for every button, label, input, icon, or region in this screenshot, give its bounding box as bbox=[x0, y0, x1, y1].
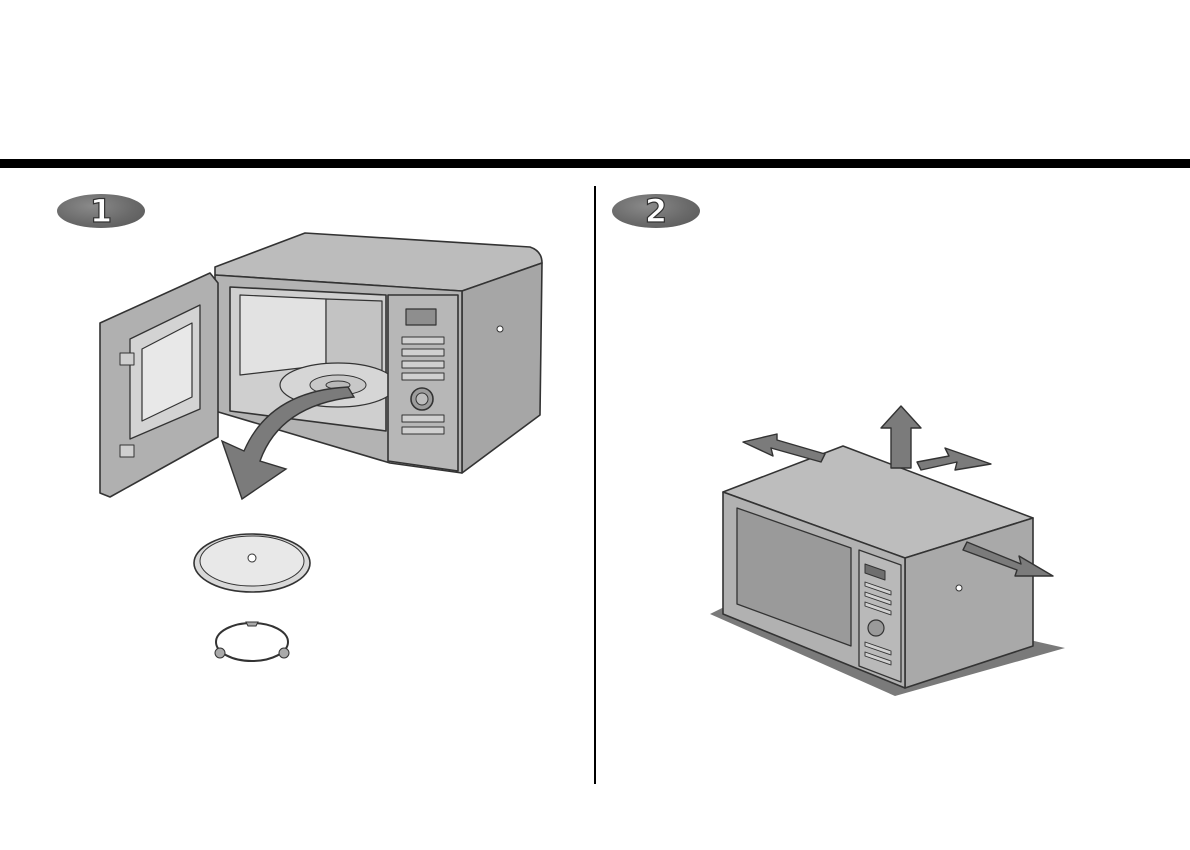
display bbox=[406, 309, 436, 325]
step-2-number: 2 bbox=[645, 194, 667, 228]
roller-ring bbox=[215, 622, 289, 661]
open-microwave-illustration bbox=[90, 225, 560, 675]
step-2-badge: 2 bbox=[612, 194, 700, 228]
step-1-number: 1 bbox=[90, 194, 112, 228]
up-arrow bbox=[881, 406, 921, 468]
header-rule bbox=[0, 159, 1190, 168]
column-divider bbox=[594, 186, 596, 784]
back-left-arrow bbox=[743, 434, 825, 462]
back-right-arrow bbox=[917, 448, 991, 470]
clearance-microwave-illustration bbox=[705, 400, 1075, 700]
microwave-side bbox=[462, 263, 542, 473]
glass-tray bbox=[194, 534, 310, 592]
step-1-badge: 1 bbox=[57, 194, 145, 228]
